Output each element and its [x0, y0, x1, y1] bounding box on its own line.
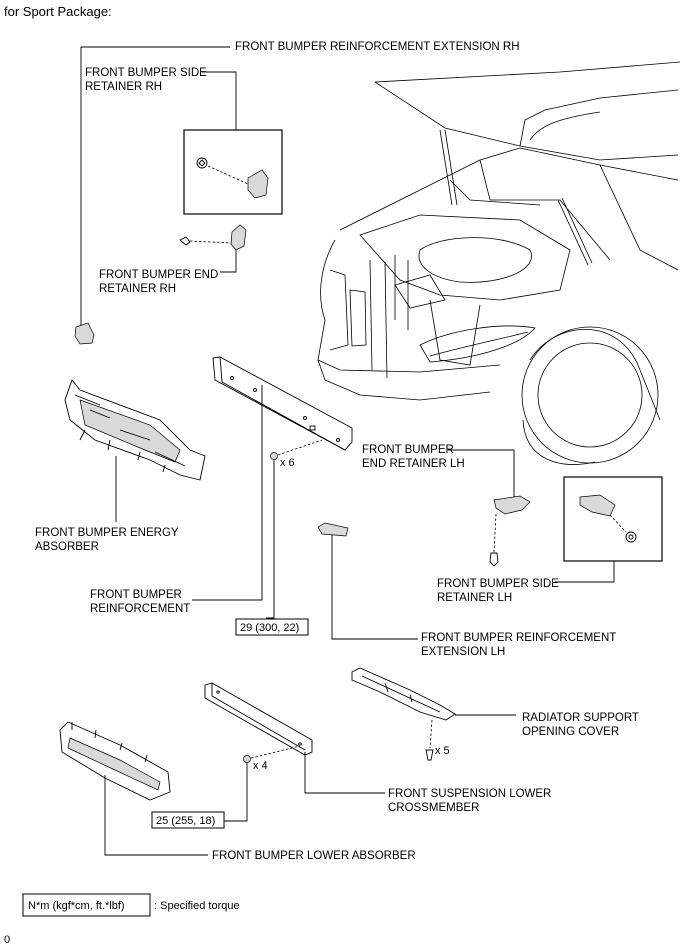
- end-retainer-lh-part: [489, 495, 531, 567]
- label-radiator-cover-2: OPENING COVER: [522, 726, 619, 738]
- label-end-retainer-rh-1: FRONT BUMPER END: [99, 269, 218, 281]
- label-crossmember-1: FRONT SUSPENSION LOWER: [388, 788, 551, 800]
- torque-box-reinforcement: [235, 618, 309, 636]
- radiator-cover-part: [351, 667, 456, 761]
- label-radiator-cover-1: RADIATOR SUPPORT: [522, 712, 639, 724]
- label-side-retainer-rh-2: RETAINER RH: [85, 81, 162, 93]
- reinforcement-bolt: [270, 439, 323, 460]
- leader-reinforcement: [192, 385, 263, 601]
- label-reinforcement-2: REINFORCEMENT: [90, 603, 190, 615]
- reinforcement-extension-rh-part: [74, 322, 95, 345]
- leader-side-retainer-rh: [202, 71, 237, 130]
- label-side-retainer-lh-2: RETAINER LH: [437, 592, 512, 604]
- legend-unit-box: [22, 893, 151, 917]
- side-retainer-rh-detail-box: [183, 129, 283, 215]
- reinforcement-extension-lh-part: [317, 522, 349, 537]
- footer-code: 0: [4, 934, 10, 946]
- crossmember-bolt: [243, 745, 301, 763]
- label-energy-absorber-1: FRONT BUMPER ENERGY: [35, 527, 179, 539]
- leader-reinforcement-extension-lh: [331, 535, 418, 640]
- label-side-retainer-lh-1: FRONT BUMPER SIDE: [437, 578, 559, 590]
- leader-reinforcement-extension-rh: [80, 46, 230, 325]
- label-energy-absorber-2: ABSORBER: [35, 541, 99, 553]
- side-retainer-lh-detail: [579, 494, 637, 543]
- label-end-retainer-lh-1: FRONT BUMPER: [362, 444, 454, 456]
- leader-lower-absorber: [104, 775, 208, 856]
- bumper-reinforcement-part: [212, 356, 353, 451]
- leader-end-retainer-rh: [220, 250, 237, 273]
- label-reinforcement-1: FRONT BUMPER: [90, 589, 182, 601]
- legend-description: : Specified torque: [154, 900, 240, 912]
- leader-side-retainer-lh: [555, 561, 615, 583]
- side-retainer-lh-detail-box: [563, 476, 663, 562]
- leader-crossmember: [304, 752, 385, 794]
- lower-absorber-part: [59, 721, 171, 801]
- label-crossmember-2: CROSSMEMBER: [388, 802, 479, 814]
- package-title: for Sport Package:: [4, 4, 112, 19]
- energy-absorber-part: [64, 379, 206, 481]
- label-side-retainer-rh-1: FRONT BUMPER SIDE: [85, 67, 207, 79]
- label-end-retainer-rh-2: RETAINER RH: [99, 283, 176, 295]
- crossmember-part: [204, 682, 313, 756]
- torque-crossmember: 25 (255, 18): [156, 815, 215, 827]
- torque-reinforcement: 29 (300, 22): [240, 622, 299, 634]
- qty-reinforcement-bolts: x 6: [280, 457, 295, 469]
- label-reinforcement-extension-lh-2: EXTENSION LH: [421, 646, 505, 658]
- legend-unit: N*m (kgf*cm, ft.*lbf): [28, 900, 125, 912]
- end-retainer-rh-part: [179, 224, 247, 251]
- label-reinforcement-extension-rh: FRONT BUMPER REINFORCEMENT EXTENSION RH: [235, 41, 520, 53]
- leader-reinforcement-bolts: [266, 460, 275, 619]
- vehicle-front-illustration: [317, 61, 681, 465]
- side-retainer-rh-detail: [196, 157, 269, 199]
- label-end-retainer-lh-2: END RETAINER LH: [362, 458, 465, 470]
- torque-box-crossmember: [151, 811, 225, 829]
- qty-crossmember-bolts: x 4: [253, 760, 268, 772]
- leader-crossmember-bolts: [224, 763, 248, 822]
- label-lower-absorber: FRONT BUMPER LOWER ABSORBER: [212, 850, 416, 862]
- label-reinforcement-extension-lh-1: FRONT BUMPER REINFORCEMENT: [421, 632, 616, 644]
- leader-end-retainer-lh: [448, 449, 515, 497]
- qty-cover-clips: x 5: [435, 745, 450, 757]
